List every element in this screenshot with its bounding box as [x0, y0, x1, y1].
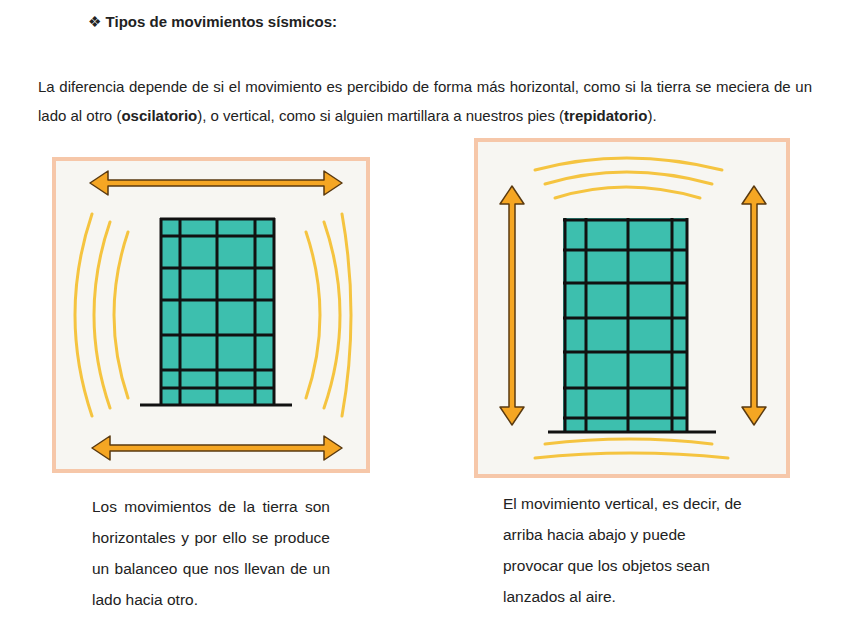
section-heading: ❖ Tipos de movimientos sísmicos: [88, 13, 337, 31]
bold-term: oscilatorio [121, 107, 197, 124]
caption: Los movimientos de la tierra son horizon… [92, 491, 330, 615]
panel-ground [54, 159, 368, 471]
vibration-arcs [75, 158, 728, 458]
paragraph-text: ), o vertical, como si alguien martillar… [197, 107, 564, 124]
paragraph-text: ). [647, 107, 656, 124]
building [548, 218, 716, 432]
paragraph: La diferencia depende de si el movimient… [38, 72, 812, 130]
caption: El movimiento vertical, es decir, de arr… [503, 488, 745, 612]
motion-arrow [90, 171, 766, 460]
illustration-panel: El movimiento vertical, es decir, de arr… [474, 138, 790, 478]
building [140, 218, 292, 405]
bold-term: trepidatorio [564, 107, 647, 124]
panel-ground [476, 140, 788, 476]
illustration-panel: Los movimientos de la tierra son horizon… [52, 157, 370, 473]
